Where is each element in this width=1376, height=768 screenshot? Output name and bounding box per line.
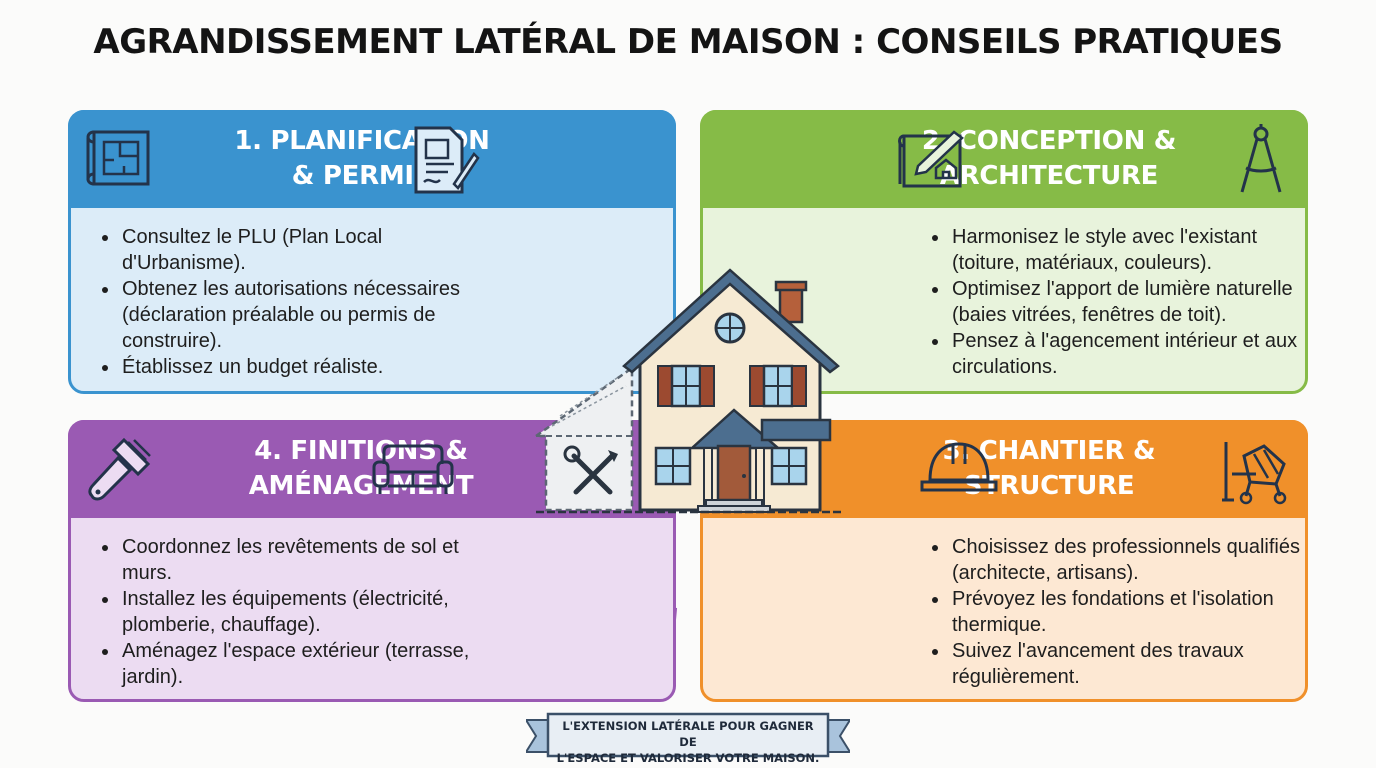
sofa-icon [372,444,454,494]
list-item: Harmonisez le style avec l'existant (toi… [928,224,1300,276]
center-illustration [532,268,844,514]
banner-text: L'EXTENSION LATÉRALE POUR GAGNER DE L'ES… [556,719,820,765]
list-item: Obtenez les autorisations nécessaires (d… [98,276,470,354]
compass-icon [1240,124,1282,193]
page-title: AGRANDISSEMENT LATÉRAL DE MAISON : CONSE… [93,22,1283,62]
concrete-mixer-icon [1222,442,1287,505]
list-item: Choisissez des professionnels qualifiés … [928,534,1300,586]
card-heading: 2. CONCEPTION & ARCHITECTURE [921,126,1177,191]
banner-ribbon [526,712,850,758]
list-item: Aménagez l'espace extérieur (terrasse, j… [98,638,470,690]
tips-list: Harmonisez le style avec l'existant (toi… [928,224,1300,380]
card-heading: 3. CHANTIER & STRUCTURE [942,436,1156,501]
list-item: Prévoyez les fondations et l'isolation t… [928,586,1300,638]
tips-list: Consultez le PLU (Plan Local d'Urbanisme… [98,224,470,380]
list-item: Établissez un budget réaliste. [98,354,470,380]
list-item: Installez les équipements (électricité, … [98,586,470,638]
tips-list: Choisissez des professionnels qualifiés … [928,534,1300,690]
list-item: Optimisez l'apport de lumière naturelle … [928,276,1300,328]
house-icon [536,268,844,514]
house-plan-pencil-icon [898,130,964,188]
list-item: Coordonnez les revêtements de sol et mur… [98,534,470,586]
document-signature-icon [414,126,480,194]
list-item: Suivez l'avancement des travaux régulièr… [928,638,1300,690]
tips-list: Coordonnez les revêtements de sol et mur… [98,534,470,690]
list-item: Pensez à l'agencement intérieur et aux c… [928,328,1300,380]
paintbrush-icon [88,437,151,501]
blueprint-icon [86,130,150,186]
tools-icon [563,445,618,495]
hard-hat-icon [920,442,998,492]
list-item: Consultez le PLU (Plan Local d'Urbanisme… [98,224,470,276]
extension-outline [532,365,634,512]
